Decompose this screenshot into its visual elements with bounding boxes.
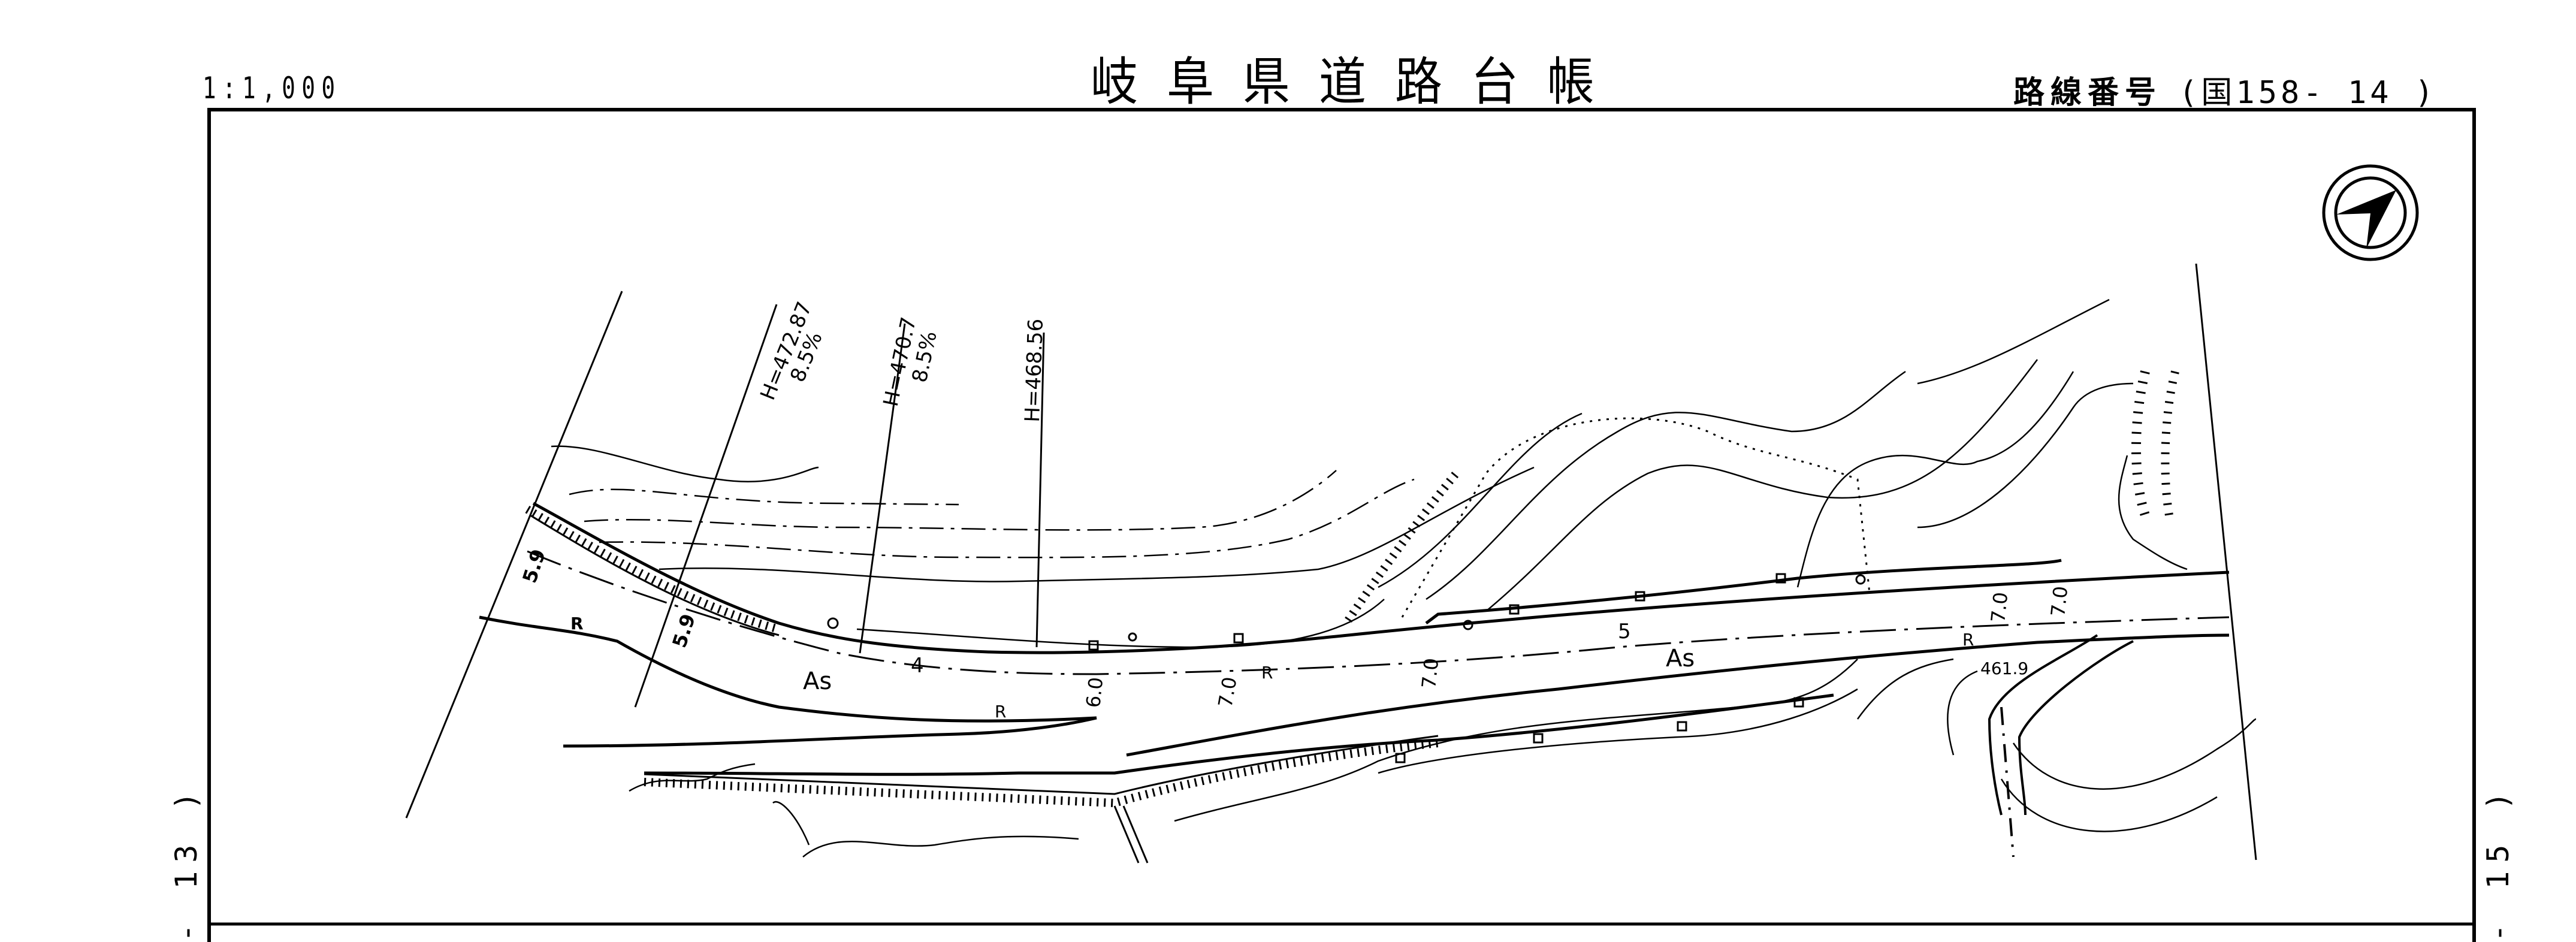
surface-label-2: As xyxy=(1666,645,1695,672)
utility-symbols xyxy=(827,573,1866,763)
station-label-4: 4 xyxy=(911,654,924,678)
page-title: 岐阜県道路台帳 xyxy=(1091,52,1623,112)
dotted-boundary xyxy=(1401,417,1871,618)
width-label-left-1: 5.9 xyxy=(518,547,550,586)
route-code: (国158- 14 ) xyxy=(2179,75,2438,111)
road-centerline xyxy=(527,550,2230,675)
spot-elevation-label: 461.9 xyxy=(1980,659,2028,678)
road-edges xyxy=(479,502,2230,776)
width-label-7a: 7.0 xyxy=(1213,675,1241,709)
retaining-wall xyxy=(525,370,2179,864)
width-label-7b: 7.0 xyxy=(1417,657,1443,690)
station-label-5: 5 xyxy=(1618,620,1631,644)
width-label-left-2: 5.9 xyxy=(668,611,700,651)
scale-label: 1:1,000 xyxy=(203,71,342,105)
elevation-label-3: H=468.56 xyxy=(1020,318,1048,422)
curb-label-r4: R xyxy=(1962,630,1974,650)
route-label: 路線番号 xyxy=(2013,75,2163,111)
width-label-6: 6.0 xyxy=(1082,676,1107,709)
curb-label-r3: R xyxy=(1261,663,1273,683)
width-label-7c: 7.0 xyxy=(1986,591,2012,624)
curb-label-r2: R xyxy=(995,702,1006,721)
route-number: 路線番号 (国158- 14 ) xyxy=(2013,67,2437,112)
section-lines xyxy=(405,263,2257,861)
contour-lines xyxy=(551,298,2257,858)
curb-label-r1: R xyxy=(570,614,584,633)
stream-channel xyxy=(1988,634,2134,858)
sheet-frame xyxy=(207,108,2476,942)
north-arrow-icon xyxy=(2322,164,2419,261)
surface-label-1: As xyxy=(803,668,832,695)
width-label-7d: 7.0 xyxy=(2046,585,2072,618)
